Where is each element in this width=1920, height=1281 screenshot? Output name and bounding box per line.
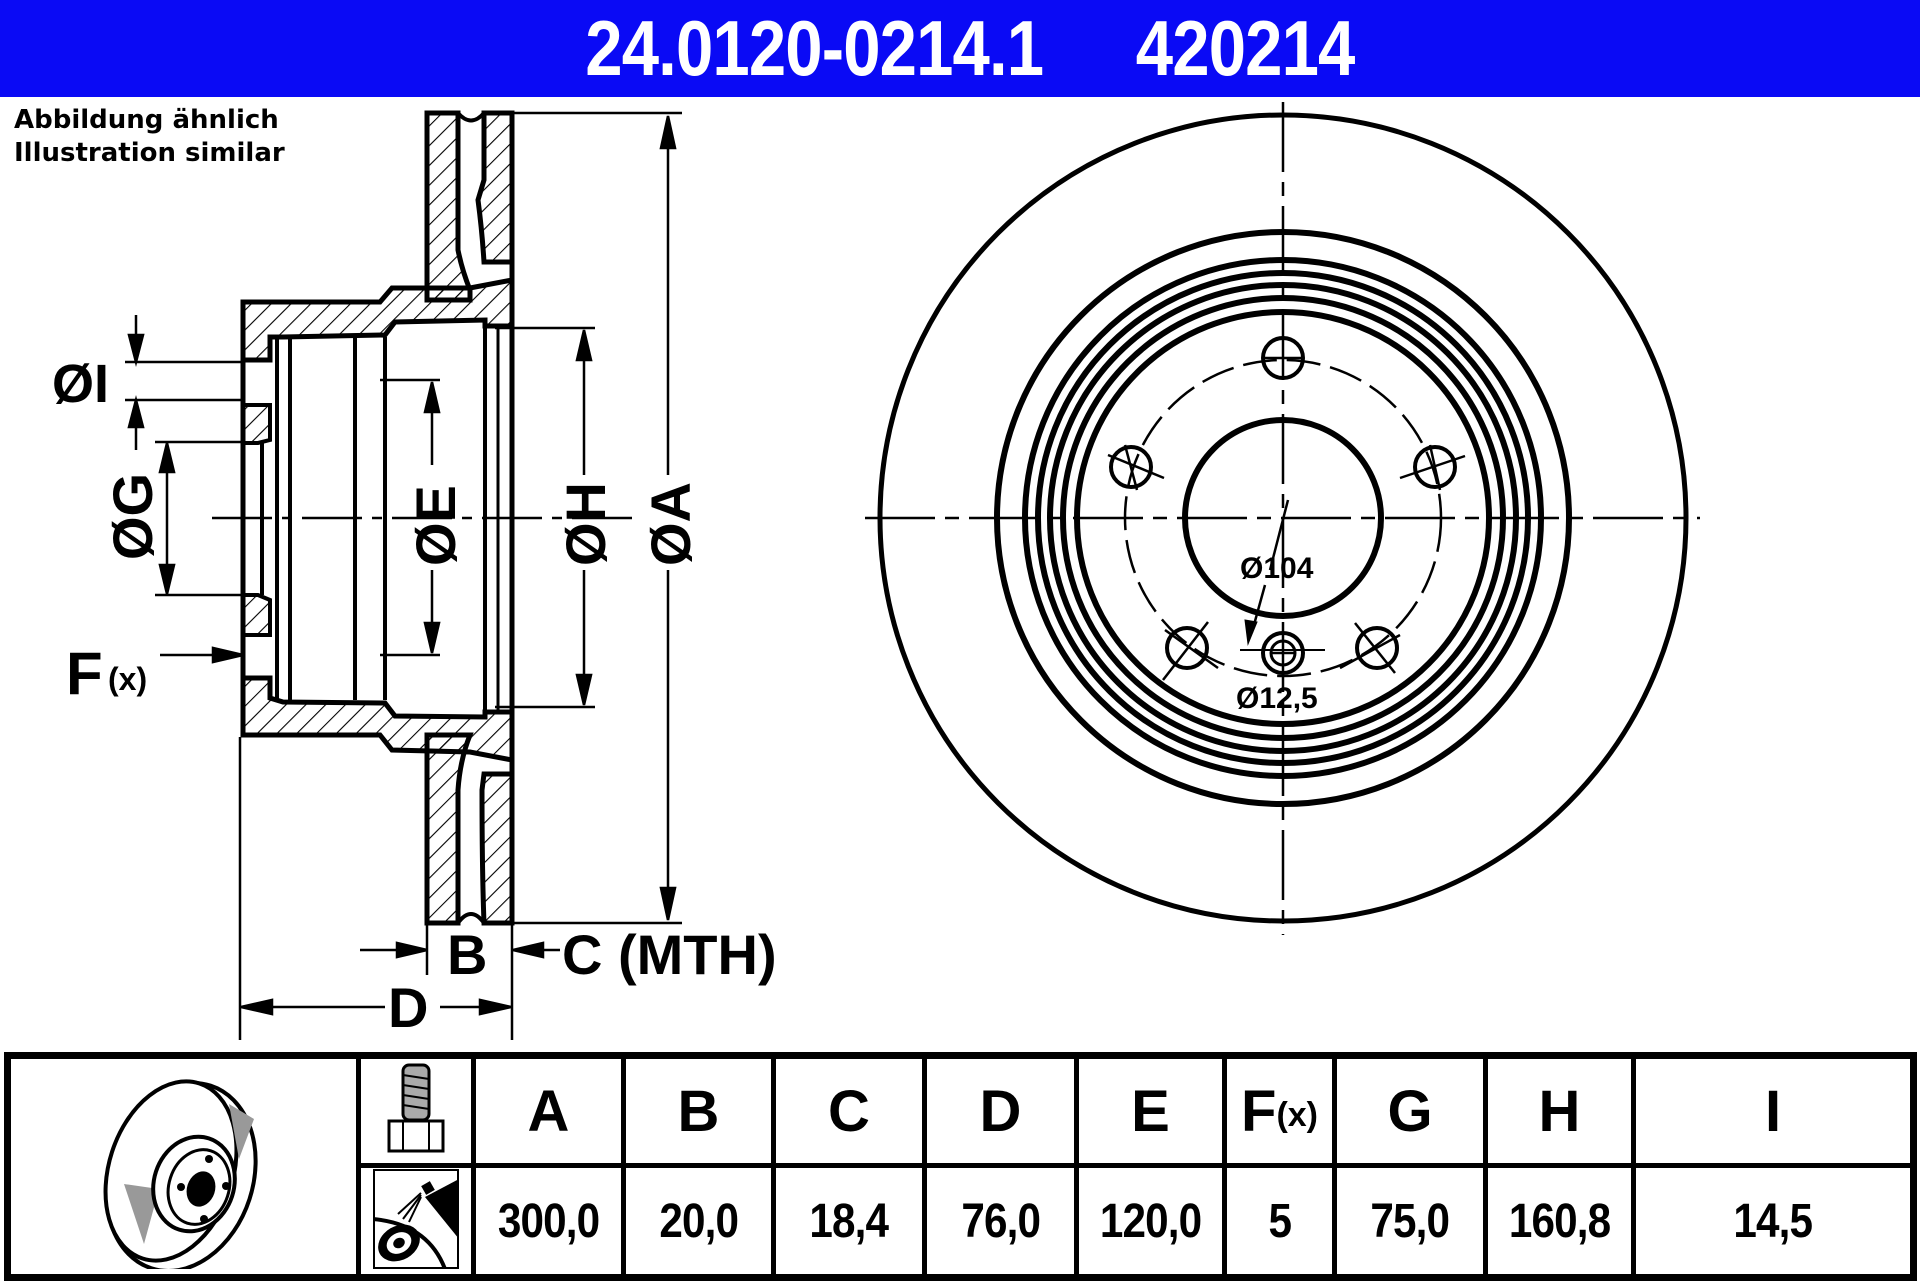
friction-plate-lower-right	[479, 771, 515, 926]
header-B: B	[621, 1053, 776, 1168]
label-dia-i: ØI	[52, 354, 109, 414]
friction-plate-upper-right	[475, 110, 515, 265]
friction-plate-upper-left	[424, 110, 473, 303]
cleaning-spray-icon	[372, 1168, 459, 1270]
label-dia-e: ØE	[404, 485, 467, 566]
header-G: G	[1332, 1053, 1488, 1168]
dimension-f	[160, 646, 244, 664]
value-A: 300,0	[471, 1163, 626, 1280]
header-H: H	[1483, 1053, 1636, 1168]
header-C: C	[771, 1053, 927, 1168]
label-dia-g: ØG	[101, 473, 164, 560]
dimension-h	[575, 329, 593, 706]
pictogram-cell	[5, 1053, 361, 1280]
bolt-icon-cell	[356, 1053, 476, 1168]
dimension-b	[360, 941, 560, 959]
value-E: 120,0	[1074, 1163, 1227, 1280]
cross-section-view	[125, 110, 682, 1040]
bolt-hole-lower-right	[1339, 622, 1401, 674]
threaded-hole-bottom	[1240, 631, 1325, 675]
part-number: 24.0120-0214.1	[584, 4, 1044, 92]
header-A: A	[471, 1053, 626, 1168]
spray-icon-cell	[356, 1163, 476, 1280]
value-C: 18,4	[771, 1163, 927, 1280]
value-G: 75,0	[1332, 1163, 1488, 1280]
header-F-suffix: (x)	[1276, 1095, 1318, 1134]
dimension-g	[158, 442, 176, 595]
value-B: 20,0	[621, 1163, 776, 1280]
dimension-d	[240, 998, 512, 1016]
title-bar: 24.0120-0214.1 420214	[0, 0, 1920, 97]
label-dia-h: ØH	[554, 482, 617, 566]
front-view	[865, 102, 1700, 935]
dimension-i	[127, 315, 145, 450]
illustration-note: Abbildung ähnlich Illustration similar	[14, 104, 285, 170]
header-D: D	[922, 1053, 1079, 1168]
note-german: Abbildung ähnlich	[14, 105, 279, 135]
label-f-suffix: (x)	[108, 661, 147, 697]
bolt-hole-upper-left	[1107, 444, 1165, 491]
bolt-hole-top	[1261, 336, 1305, 380]
label-c-mth: C (MTH)	[562, 923, 777, 986]
bolt-icon	[387, 1063, 445, 1153]
label-b: B	[447, 923, 487, 986]
value-D: 76,0	[922, 1163, 1079, 1280]
hat-upper	[240, 276, 515, 363]
brake-disc-icon	[103, 1079, 258, 1273]
reference-number: 420214	[1135, 4, 1356, 92]
value-F: 5	[1222, 1163, 1337, 1280]
label-pcd: Ø104	[1240, 552, 1314, 585]
header-F-letter: F	[1241, 1078, 1277, 1144]
bolt-hole-lower-left	[1162, 621, 1219, 681]
label-d: D	[388, 976, 428, 1039]
label-f: F	[66, 640, 103, 707]
hat-lower	[240, 675, 515, 764]
header-I: I	[1631, 1053, 1916, 1168]
spec-table: A B C D E F(x) G H I 300,0 20,0 18,4	[4, 1052, 1917, 1281]
label-hole-dia: Ø12,5	[1236, 682, 1318, 715]
value-I: 14,5	[1631, 1163, 1916, 1280]
dimension-a	[659, 115, 677, 921]
technical-drawing: ØI ØG ØE ØH ØA F (x) B C (MTH) D Ø104 Ø1…	[52, 102, 1700, 1040]
header-E: E	[1074, 1053, 1227, 1168]
bolt-hole-upper-right	[1399, 444, 1466, 491]
note-english: Illustration similar	[14, 138, 285, 168]
friction-plate-lower-left	[424, 732, 474, 926]
dimension-e	[423, 381, 441, 654]
value-H: 160,8	[1483, 1163, 1636, 1280]
header-F: F(x)	[1222, 1053, 1337, 1168]
label-dia-a: ØA	[639, 482, 702, 566]
